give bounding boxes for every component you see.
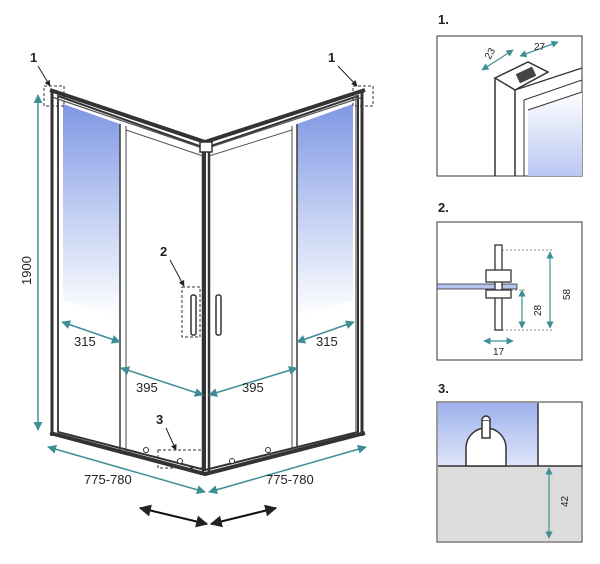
callout-1-left: 1 <box>30 50 37 65</box>
detail-2-dim-b: 28 <box>533 304 544 316</box>
detail-2-number: 2. <box>438 200 449 215</box>
detail-1: 1. 23 27 <box>436 12 583 177</box>
detail-3: 3. 42 <box>436 381 583 543</box>
detail-2-dim-a: 58 <box>562 288 573 300</box>
enclosure-view: 1 1 2 3 1900 315 315 395 395 775-780 775… <box>19 50 374 528</box>
detail-2: 2. 58 28 17 <box>436 200 583 361</box>
right-fixed-width: 315 <box>316 334 338 349</box>
detail-3-dim-a: 42 <box>560 495 571 507</box>
callout-1-right: 1 <box>328 50 335 65</box>
detail-1-number: 1. <box>438 12 449 27</box>
handle-detail-marker <box>181 286 201 338</box>
corner-detail-marker-left <box>43 85 65 107</box>
height-dimension: 1900 <box>19 256 34 285</box>
callout-2: 2 <box>160 244 167 259</box>
detail-1-dim-a: 23 <box>483 46 498 62</box>
corner-detail-marker-right <box>352 85 374 107</box>
callout-3: 3 <box>156 412 163 427</box>
right-door-width: 395 <box>242 380 264 395</box>
left-side-range: 775-780 <box>84 472 132 487</box>
left-fixed-width: 315 <box>74 334 96 349</box>
left-door-handle <box>190 294 197 336</box>
right-fixed-glass <box>297 104 353 318</box>
sliding-direction-arrow-right <box>209 504 278 528</box>
left-fixed-glass <box>63 104 120 318</box>
left-door-width: 395 <box>136 380 158 395</box>
detail-3-number: 3. <box>438 381 449 396</box>
sliding-direction-arrow-left <box>138 504 209 528</box>
right-side-range: 775-780 <box>266 472 314 487</box>
detail-1-dim-b: 27 <box>534 42 546 53</box>
right-door-handle <box>215 294 222 336</box>
detail-2-dim-c: 17 <box>493 347 505 358</box>
